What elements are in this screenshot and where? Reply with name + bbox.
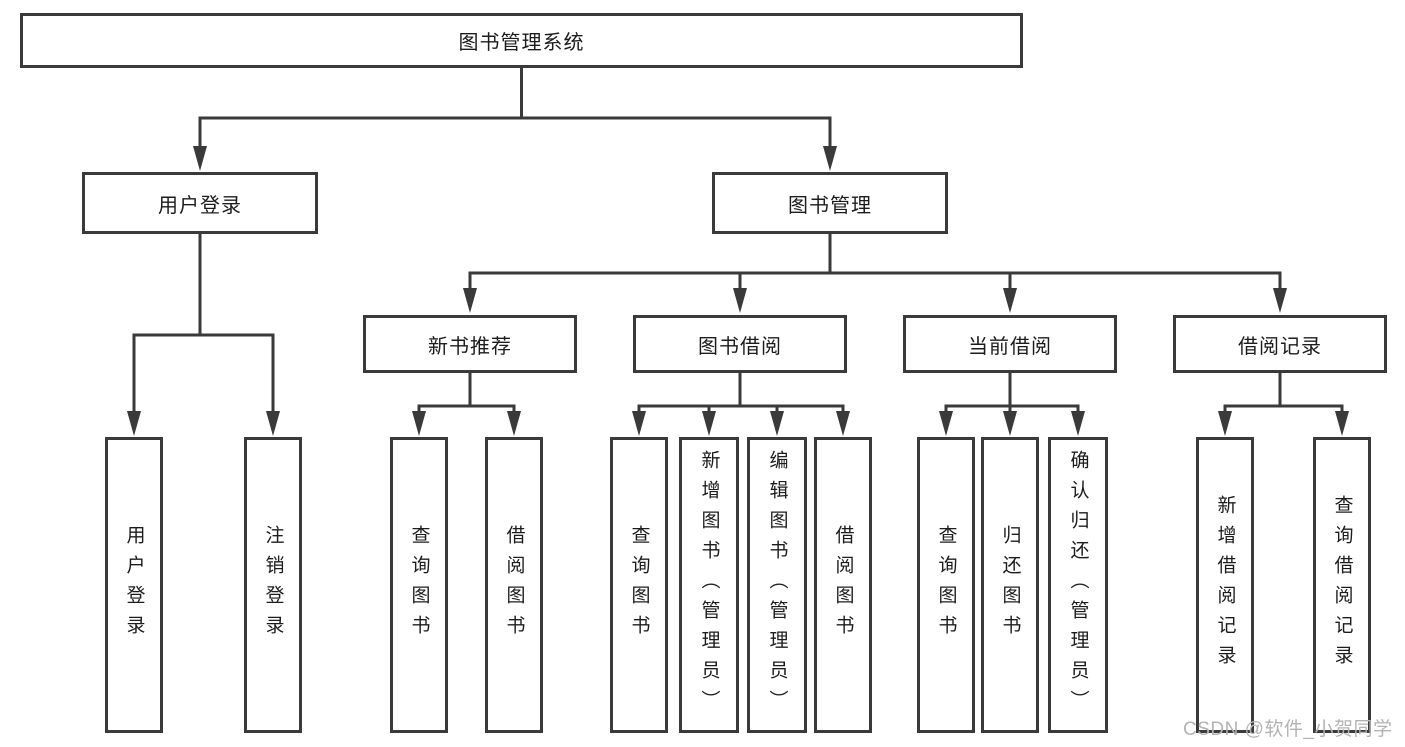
leaf-borrow-books-borrow: 借阅图书 (814, 437, 872, 733)
node-user-login: 用户登录 (82, 172, 318, 234)
leaf-borrow-books-borrow-label: 借阅图书 (832, 525, 854, 645)
leaf-return-book-label: 归还图书 (999, 525, 1021, 645)
node-new-book-recommend-label: 新书推荐 (428, 335, 512, 358)
node-current-borrow-label: 当前借阅 (968, 335, 1052, 358)
node-book-management-label: 图书管理 (788, 194, 872, 217)
node-current-borrow: 当前借阅 (903, 315, 1117, 373)
leaf-query-books-current: 查询图书 (917, 437, 975, 733)
leaf-borrow-books-recommend: 借阅图书 (485, 437, 543, 733)
leaf-add-book-admin: 新增图书（管理员） (679, 437, 739, 733)
leaf-confirm-return-admin-label: 确认归还（管理员） (1067, 450, 1089, 720)
leaf-query-books-borrow: 查询图书 (610, 437, 668, 733)
node-book-borrow-label: 图书借阅 (698, 335, 782, 358)
leaf-add-borrow-record-label: 新增借阅记录 (1214, 495, 1236, 675)
leaf-add-book-admin-label: 新增图书（管理员） (698, 450, 720, 720)
node-book-management: 图书管理 (712, 172, 948, 234)
leaf-user-login: 用户登录 (105, 437, 163, 733)
node-new-book-recommend: 新书推荐 (363, 315, 577, 373)
leaf-logout-label: 注销登录 (262, 525, 284, 645)
node-root-label: 图书管理系统 (458, 32, 585, 54)
node-user-login-label: 用户登录 (158, 194, 242, 217)
leaf-edit-book-admin-label: 编辑图书（管理员） (766, 450, 788, 720)
leaf-add-borrow-record: 新增借阅记录 (1196, 437, 1254, 733)
leaf-borrow-books-recommend-label: 借阅图书 (503, 525, 525, 645)
leaf-logout: 注销登录 (244, 437, 302, 733)
node-book-borrow: 图书借阅 (633, 315, 847, 373)
leaf-query-books-recommend-label: 查询图书 (408, 525, 430, 645)
leaf-query-borrow-record: 查询借阅记录 (1313, 437, 1371, 733)
leaf-query-books-borrow-label: 查询图书 (628, 525, 650, 645)
node-borrow-record-label: 借阅记录 (1238, 335, 1322, 358)
leaf-edit-book-admin: 编辑图书（管理员） (747, 437, 807, 733)
leaf-user-login-label: 用户登录 (123, 525, 145, 645)
leaf-confirm-return-admin: 确认归还（管理员） (1048, 437, 1108, 733)
leaf-return-book: 归还图书 (981, 437, 1039, 733)
csdn-watermark: CSDN @软件_小贺同学 (1183, 719, 1393, 740)
leaf-query-books-current-label: 查询图书 (935, 525, 957, 645)
leaf-query-books-recommend: 查询图书 (390, 437, 448, 733)
node-root: 图书管理系统 (20, 13, 1023, 68)
leaf-query-borrow-record-label: 查询借阅记录 (1331, 495, 1353, 675)
node-borrow-record: 借阅记录 (1173, 315, 1387, 373)
